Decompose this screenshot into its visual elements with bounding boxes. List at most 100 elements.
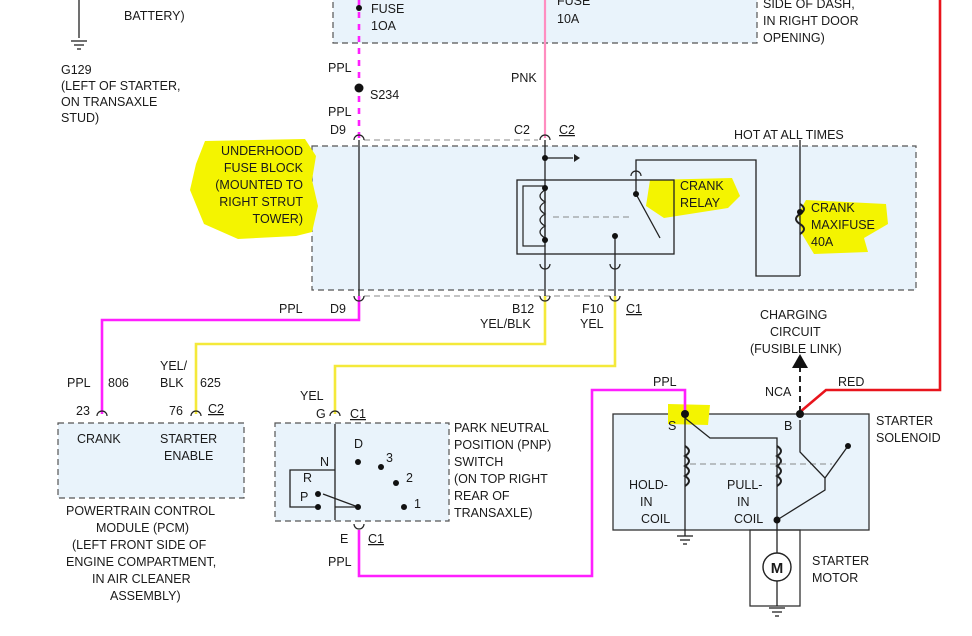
pull-in-label-1: PULL- <box>727 478 762 492</box>
charging-label-1: CHARGING <box>760 308 827 322</box>
maxifuse-label-1: CRANK <box>811 201 855 215</box>
ppl-wire-solenoid-s <box>357 388 687 578</box>
relay-coil-frame <box>522 185 546 247</box>
ppl-s-label: PPL <box>653 375 677 389</box>
pcm-enable-label: ENABLE <box>164 449 213 463</box>
pnp-2-contact <box>393 480 399 486</box>
fuse-b-label: FUSE <box>557 0 590 8</box>
s-terminal-label: S <box>668 419 676 433</box>
circuit-806: 806 <box>108 376 129 390</box>
motor-symbol-letter: M <box>771 560 784 577</box>
pnp-label-1: PARK NEUTRAL <box>454 421 549 435</box>
pull-in-label-2: IN <box>737 495 750 509</box>
pnp-label-4: (ON TOP RIGHT <box>454 472 548 486</box>
pull-in-label-3: COIL <box>734 512 763 526</box>
e-pnp-label: E <box>340 532 348 546</box>
yel-blk-label-2: BLK <box>160 376 184 390</box>
relay-output-dot <box>612 233 618 239</box>
highlight-s-terminal <box>668 404 710 425</box>
yel-blk-label-1: YEL/ <box>160 359 188 373</box>
b12-wire-color: YEL/BLK <box>480 317 531 331</box>
ufb-label-2: FUSE BLOCK <box>224 161 304 175</box>
highlight-crank-maxifuse <box>798 200 888 254</box>
relay-to-maxifuse-wire <box>635 159 800 277</box>
pcm-label-1: POWERTRAIN CONTROL <box>66 504 215 518</box>
relay-contact-dot <box>633 191 639 197</box>
starter-motor-frame <box>749 529 801 607</box>
solenoid-s-terminal <box>681 410 689 418</box>
pnp-pos-n: N <box>320 455 329 469</box>
battery-label: BATTERY) <box>124 9 185 23</box>
c1-f10-label: C1 <box>626 302 642 316</box>
maxifuse-label-3: 40A <box>811 235 834 249</box>
c1-e-label: C1 <box>368 532 384 546</box>
d9-bottom-label: D9 <box>330 302 346 316</box>
solenoid-contact-blade <box>824 445 849 479</box>
pnp-pos-r: R <box>303 471 312 485</box>
fuse-a-label: FUSE <box>371 2 404 16</box>
relay-coil-top-dot <box>542 185 548 191</box>
charging-label-3: (FUSIBLE LINK) <box>750 342 842 356</box>
starter-solenoid-box <box>612 413 870 531</box>
ppl-806-label: PPL <box>67 376 91 390</box>
pnp-3-contact <box>378 464 384 470</box>
pcm-label-3: (LEFT FRONT SIDE OF <box>72 538 207 552</box>
g-pnp-label: G <box>316 407 326 421</box>
hold-in-coil <box>683 445 690 487</box>
relay-bus-dot <box>542 155 548 161</box>
pnp-bypass-wire <box>289 469 335 508</box>
pnp-common-contact <box>355 504 361 510</box>
pcm-label-6: ASSEMBLY) <box>110 589 181 603</box>
pcm-label-5: IN AIR CLEANER <box>92 572 191 586</box>
pcm-label-4: ENGINE COMPARTMENT, <box>66 555 216 569</box>
pin-76: 76 <box>169 404 183 418</box>
pnp-pos-2: 2 <box>406 471 413 485</box>
nca-label: NCA <box>765 385 792 399</box>
connector-arcs <box>96 134 642 530</box>
solenoid-motor-dot <box>773 516 781 524</box>
dash-location-2: IN RIGHT DOOR <box>763 14 859 28</box>
f10-wire-color: YEL <box>580 317 604 331</box>
yel-blk-wire-starter-enable <box>194 296 547 414</box>
relay-coil <box>539 189 547 239</box>
pnp-label-2: POSITION (PNP) <box>454 438 551 452</box>
pcm-box <box>57 422 245 499</box>
highlight-underhood-fuse-block <box>190 139 318 239</box>
pnp-switch-blade <box>322 493 359 508</box>
pnp-switch-box <box>274 422 450 522</box>
c1-pnp-label: C1 <box>350 407 366 421</box>
c2-pcm-label: C2 <box>208 402 224 416</box>
motor-label-2: MOTOR <box>812 571 858 585</box>
relay-coil-bottom-dot <box>542 237 548 243</box>
red-battery-cable <box>799 0 942 413</box>
ppl-d9-label: PPL <box>279 302 303 316</box>
motor-label-1: STARTER <box>812 554 869 568</box>
pnp-p-contact <box>315 504 321 510</box>
ufb-label-3: (MOUNTED TO <box>215 178 303 192</box>
pnk-label: PNK <box>511 71 537 85</box>
solenoid-b-terminal <box>796 410 804 418</box>
pnp-pos-p: P <box>300 490 308 504</box>
d9-top-label: D9 <box>330 123 346 137</box>
charging-arrow <box>792 354 808 368</box>
circuit-625: 625 <box>200 376 221 390</box>
b-terminal-label: B <box>784 419 792 433</box>
pnp-pos-1: 1 <box>414 497 421 511</box>
g129-location-3: STUD) <box>61 111 99 125</box>
pcm-starter-label: STARTER <box>160 432 217 446</box>
bus-arrow <box>574 154 580 162</box>
pnp-pos-3: 3 <box>386 451 393 465</box>
crank-relay-label-1: CRANK <box>680 179 724 193</box>
g129-label: G129 <box>61 63 92 77</box>
hold-in-label-1: HOLD- <box>629 478 668 492</box>
red-label: RED <box>838 375 864 389</box>
pull-in-feed-wire <box>684 417 778 518</box>
ppl-top-label: PPL <box>328 61 352 75</box>
fuse-a-rating: 1OA <box>371 19 397 33</box>
pnp-pos-d: D <box>354 437 363 451</box>
ppl-e-label: PPL <box>328 555 352 569</box>
g129-location-1: (LEFT OF STARTER, <box>61 79 180 93</box>
f10-label: F10 <box>582 302 604 316</box>
pull-in-coil <box>775 445 782 487</box>
